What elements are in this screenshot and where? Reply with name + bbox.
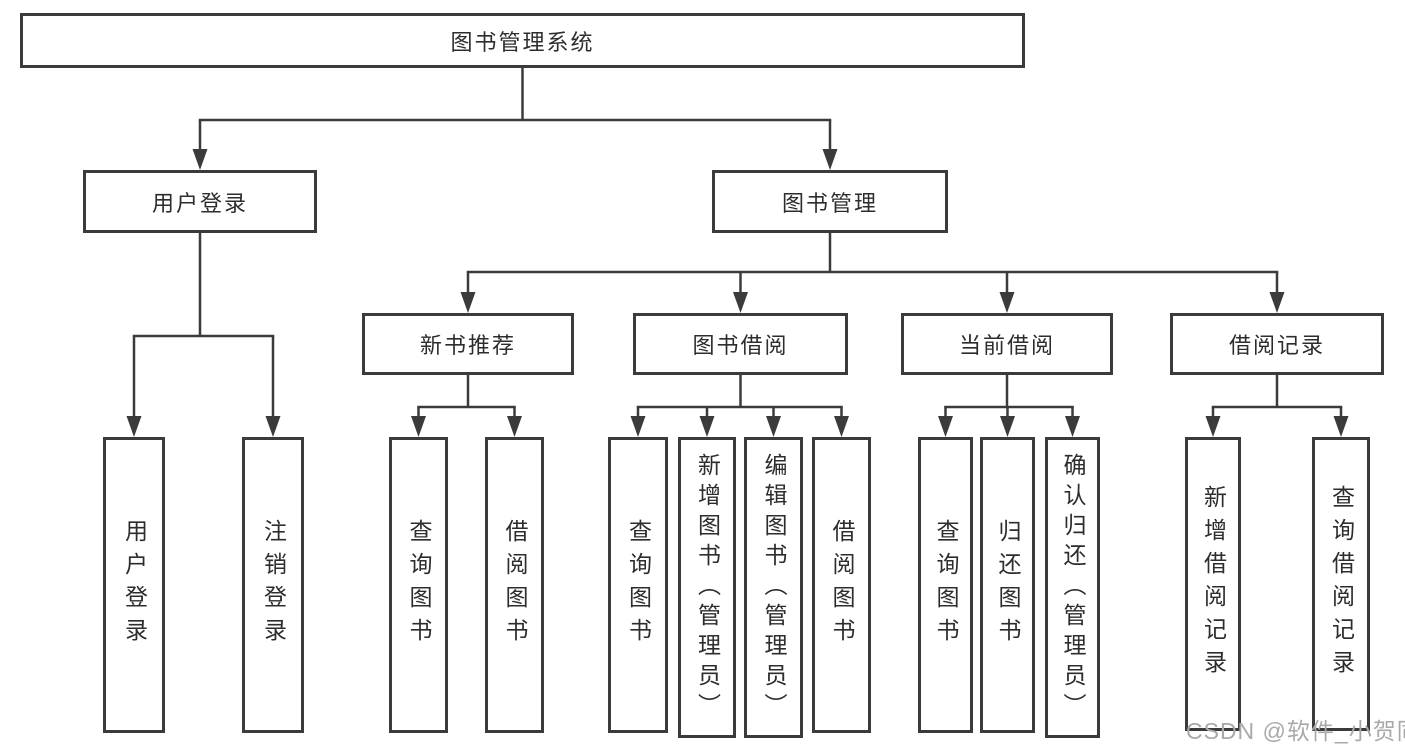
leaf-current-return-label: 归还图书: [995, 519, 1021, 651]
node-borrow-records: 借阅记录: [1170, 313, 1384, 375]
node-new-book-recommend-label: 新书推荐: [419, 333, 516, 358]
leaf-newbooks-query: 查询图书: [389, 437, 448, 733]
leaf-current-query-label: 查询图书: [933, 519, 959, 651]
leaf-borrow-edit-admin: 编辑图书（管理员）: [744, 437, 803, 738]
leaf-borrow-add-admin-label: 新增图书（管理员）: [694, 452, 721, 723]
leaf-borrow-edit-admin-label: 编辑图书（管理员）: [761, 452, 787, 723]
leaf-newbooks-borrow-label: 借阅图书: [502, 519, 528, 651]
node-new-book-recommend: 新书推荐: [362, 313, 574, 375]
leaf-records-query-label: 查询借阅记录: [1328, 485, 1355, 683]
node-root-label: 图书管理系统: [450, 29, 595, 55]
leaf-records-add: 新增借阅记录: [1185, 437, 1241, 731]
node-user-login: 用户登录: [83, 170, 317, 233]
leaf-current-confirm-admin-label: 确认归还（管理员）: [1060, 452, 1086, 723]
node-user-login-label: 用户登录: [151, 190, 248, 216]
leaf-records-query: 查询借阅记录: [1312, 437, 1370, 731]
leaf-borrow-query-label: 查询图书: [625, 519, 652, 651]
leaf-borrow-query: 查询图书: [608, 437, 668, 733]
leaf-current-confirm-admin: 确认归还（管理员）: [1045, 437, 1100, 738]
node-current-borrow: 当前借阅: [901, 313, 1113, 375]
leaf-newbooks-borrow: 借阅图书: [485, 437, 544, 733]
node-book-management: 图书管理: [712, 170, 948, 233]
leaf-current-query: 查询图书: [918, 437, 973, 733]
leaf-borrow-borrow: 借阅图书: [812, 437, 871, 733]
node-root: 图书管理系统: [20, 13, 1025, 68]
node-book-borrow: 图书借阅: [633, 313, 848, 375]
node-current-borrow-label: 当前借阅: [958, 333, 1055, 358]
leaf-records-add-label: 新增借阅记录: [1200, 485, 1227, 683]
leaf-logout-label: 注销登录: [260, 519, 287, 651]
leaf-borrow-add-admin: 新增图书（管理员）: [678, 437, 736, 738]
leaf-current-return: 归还图书: [980, 437, 1035, 733]
leaf-user-login: 用户登录: [103, 437, 165, 733]
leaf-logout: 注销登录: [242, 437, 304, 733]
connector-arrowheads: [126, 149, 1349, 437]
node-book-borrow-label: 图书借阅: [692, 333, 789, 358]
leaf-borrow-borrow-label: 借阅图书: [829, 519, 855, 651]
node-borrow-records-label: 借阅记录: [1228, 333, 1325, 358]
node-book-management-label: 图书管理: [781, 190, 878, 216]
leaf-user-login-label: 用户登录: [121, 519, 148, 651]
leaf-newbooks-query-label: 查询图书: [406, 519, 432, 651]
csdn-watermark: CSDN @软件_小贺同学: [1186, 718, 1405, 744]
